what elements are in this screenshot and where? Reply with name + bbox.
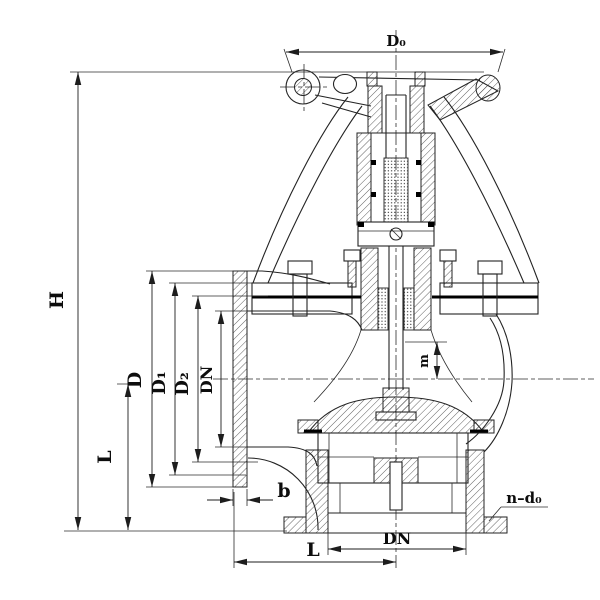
dimension-l-bottom: L [233, 492, 396, 568]
n-d0-label: n–d₀ [506, 489, 542, 507]
bottom-foot-right [483, 516, 508, 534]
stem-nut-hub [360, 71, 432, 158]
bonnet-flange [251, 249, 539, 317]
stem-coupling [357, 221, 435, 247]
dimension-b: b [207, 480, 291, 506]
dimension-h: H [46, 71, 484, 532]
dimension-dn-bottom: DN [327, 529, 467, 555]
dn-left-label: DN [197, 366, 216, 395]
dimension-m: m [417, 342, 441, 379]
bottom-foot-left [283, 516, 307, 534]
packing-left [377, 287, 389, 331]
l-bottom-label: L [306, 539, 319, 561]
dimension-d0: D₀ [283, 32, 506, 73]
h-label: H [46, 291, 68, 309]
packing-right [403, 287, 415, 331]
disc-dome [307, 396, 485, 434]
dimension-d: D [124, 270, 250, 488]
d2-label: D₂ [172, 372, 193, 396]
left-flange [232, 270, 248, 488]
b-label: b [277, 480, 290, 502]
gland-bolt-right [439, 249, 457, 262]
gland-bolt-left [343, 249, 361, 262]
m-label: m [417, 354, 432, 368]
d1-label: D₁ [149, 371, 170, 395]
dimension-n-d0: n–d₀ [488, 489, 548, 522]
left-port [232, 270, 363, 531]
dn-bottom-label: DN [383, 529, 412, 548]
dimension-d2: D₂ [172, 295, 268, 463]
handwheel [285, 69, 501, 121]
dimension-d1: D₁ [149, 282, 262, 476]
valve-stem [383, 157, 409, 390]
l-left-label: L [94, 450, 116, 463]
d-label: D [124, 372, 146, 388]
packing-box [360, 247, 432, 331]
gland-pin-right [414, 71, 426, 87]
body-bolt-left [287, 260, 313, 275]
body-bolt-right [477, 260, 503, 275]
bottom-wall-left [305, 449, 329, 534]
dimension-l-left: L [94, 383, 139, 530]
bottom-wall-right [465, 449, 485, 534]
disc-assembly [297, 387, 495, 513]
threaded-stem-section [383, 157, 409, 223]
dimension-dn-left: DN [197, 310, 247, 448]
bottom-port [283, 449, 508, 534]
d0-label: D₀ [386, 32, 406, 50]
gland-pin-left [366, 71, 378, 87]
